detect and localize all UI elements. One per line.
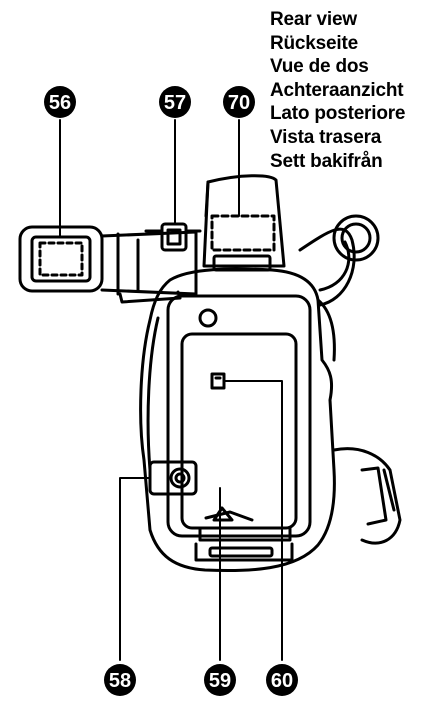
camera-body	[139, 267, 336, 573]
leader-lines	[59, 119, 283, 661]
svg-text:57: 57	[164, 92, 186, 114]
callout-56: 56	[44, 86, 76, 118]
caption-dutch: Achteraanzicht	[270, 79, 404, 101]
base-plate	[194, 542, 294, 562]
caption-french: Vue de dos	[270, 56, 369, 78]
svg-text:60: 60	[271, 670, 293, 692]
callout-70: 70	[223, 86, 255, 118]
caption-swedish: Sett bakifrån	[270, 150, 383, 172]
viewfinder	[18, 225, 198, 304]
grip-belt	[332, 447, 402, 545]
svg-text:70: 70	[228, 92, 250, 114]
battery-compartment	[166, 294, 312, 542]
caption-german: Rückseite	[270, 32, 358, 54]
view-captions: Rear view Rückseite Vue de dos Achteraan…	[270, 8, 434, 173]
caption-english: Rear view	[270, 9, 357, 30]
caption-spanish: Vista trasera	[270, 126, 382, 148]
battery-eject-button	[210, 372, 226, 390]
viewfinder-slide-lever	[144, 222, 202, 252]
callout-59: 59	[204, 664, 236, 696]
dc-input-terminal	[148, 460, 198, 496]
svg-text:58: 58	[109, 670, 131, 692]
caption-italian: Lato posteriore	[270, 103, 406, 125]
handle-strap	[298, 227, 356, 307]
microphone-ring	[332, 214, 380, 262]
callout-57: 57	[159, 86, 191, 118]
svg-text:59: 59	[209, 670, 231, 692]
svg-text:56: 56	[49, 92, 71, 114]
callout-58: 58	[104, 664, 136, 696]
top-handle-hood	[202, 174, 286, 272]
callout-60: 60	[266, 664, 298, 696]
